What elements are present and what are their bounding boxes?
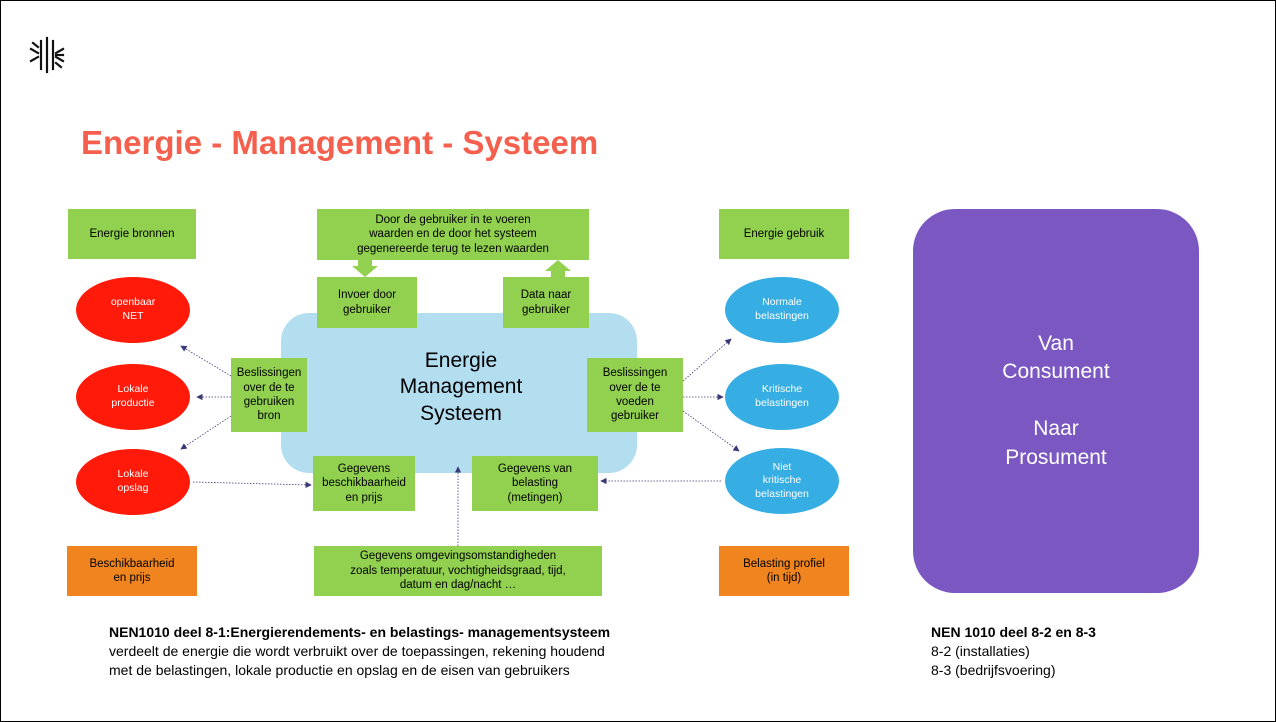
gegevens-omgeving-box: Gegevens omgevingsomstandigheden zoals t… bbox=[314, 546, 602, 596]
caption-left-heading: NEN1010 deel 8-1:Energierendements- en b… bbox=[109, 624, 611, 640]
load-normale-belastingen: Normale belastingen bbox=[725, 277, 839, 343]
caption-right-text: 8-2 (installaties) 8-3 (bedrijfsvoering) bbox=[931, 642, 1056, 678]
slide-title: Energie - Management - Systeem bbox=[81, 124, 599, 161]
invoer-door-gebruiker-box: Invoer door gebruiker bbox=[317, 277, 417, 328]
belasting-profiel-box: Belasting profiel (in tijd) bbox=[719, 546, 849, 596]
source-openbaar-net: openbaar NET bbox=[76, 277, 190, 343]
ems-system-label: Energie Management Systeem bbox=[399, 349, 523, 425]
header-energie-gebruik: Energie gebruik bbox=[719, 209, 849, 259]
load-kritische-belastingen: Kritische belastingen bbox=[725, 364, 839, 430]
caption-nen1010-8-1: NEN1010 deel 8-1:Energierendements- en b… bbox=[109, 623, 809, 680]
beschikbaarheid-prijs-box: Beschikbaarheid en prijs bbox=[67, 546, 197, 596]
source-lokale-productie: Lokale productie bbox=[76, 364, 190, 430]
caption-right-heading: NEN 1010 deel 8-2 en 8-3 bbox=[931, 624, 1096, 640]
beslissingen-gebruiker-box: Beslissingen over de te voeden gebruiker bbox=[587, 358, 683, 432]
ems-system-box bbox=[281, 313, 637, 473]
caption-nen1010-8-2-8-3: NEN 1010 deel 8-2 en 8-3 8-2 (installati… bbox=[931, 623, 1231, 680]
beslissingen-bron-box: Beslissingen over de te gebruiken bron bbox=[231, 358, 307, 432]
consument-prosument-box: Van Consument Naar Prosument bbox=[913, 209, 1199, 593]
gegevens-beschikbaarheid-box: Gegevens beschikbaarheid en prijs bbox=[313, 456, 415, 511]
header-energie-bronnen: Energie bronnen bbox=[68, 209, 196, 259]
caption-left-text: verdeelt de energie die wordt verbruikt … bbox=[109, 642, 605, 678]
load-niet-kritische-belastingen: Niet kritische belastingen bbox=[725, 448, 839, 514]
snowflake-logo-icon bbox=[29, 36, 65, 74]
top-info-box: Door de gebruiker in te voeren waarden e… bbox=[317, 209, 589, 260]
source-lokale-opslag: Lokale opslag bbox=[76, 449, 190, 515]
gegevens-belasting-box: Gegevens van belasting (metingen) bbox=[472, 456, 598, 511]
data-naar-gebruiker-box: Data naar gebruiker bbox=[503, 277, 589, 328]
